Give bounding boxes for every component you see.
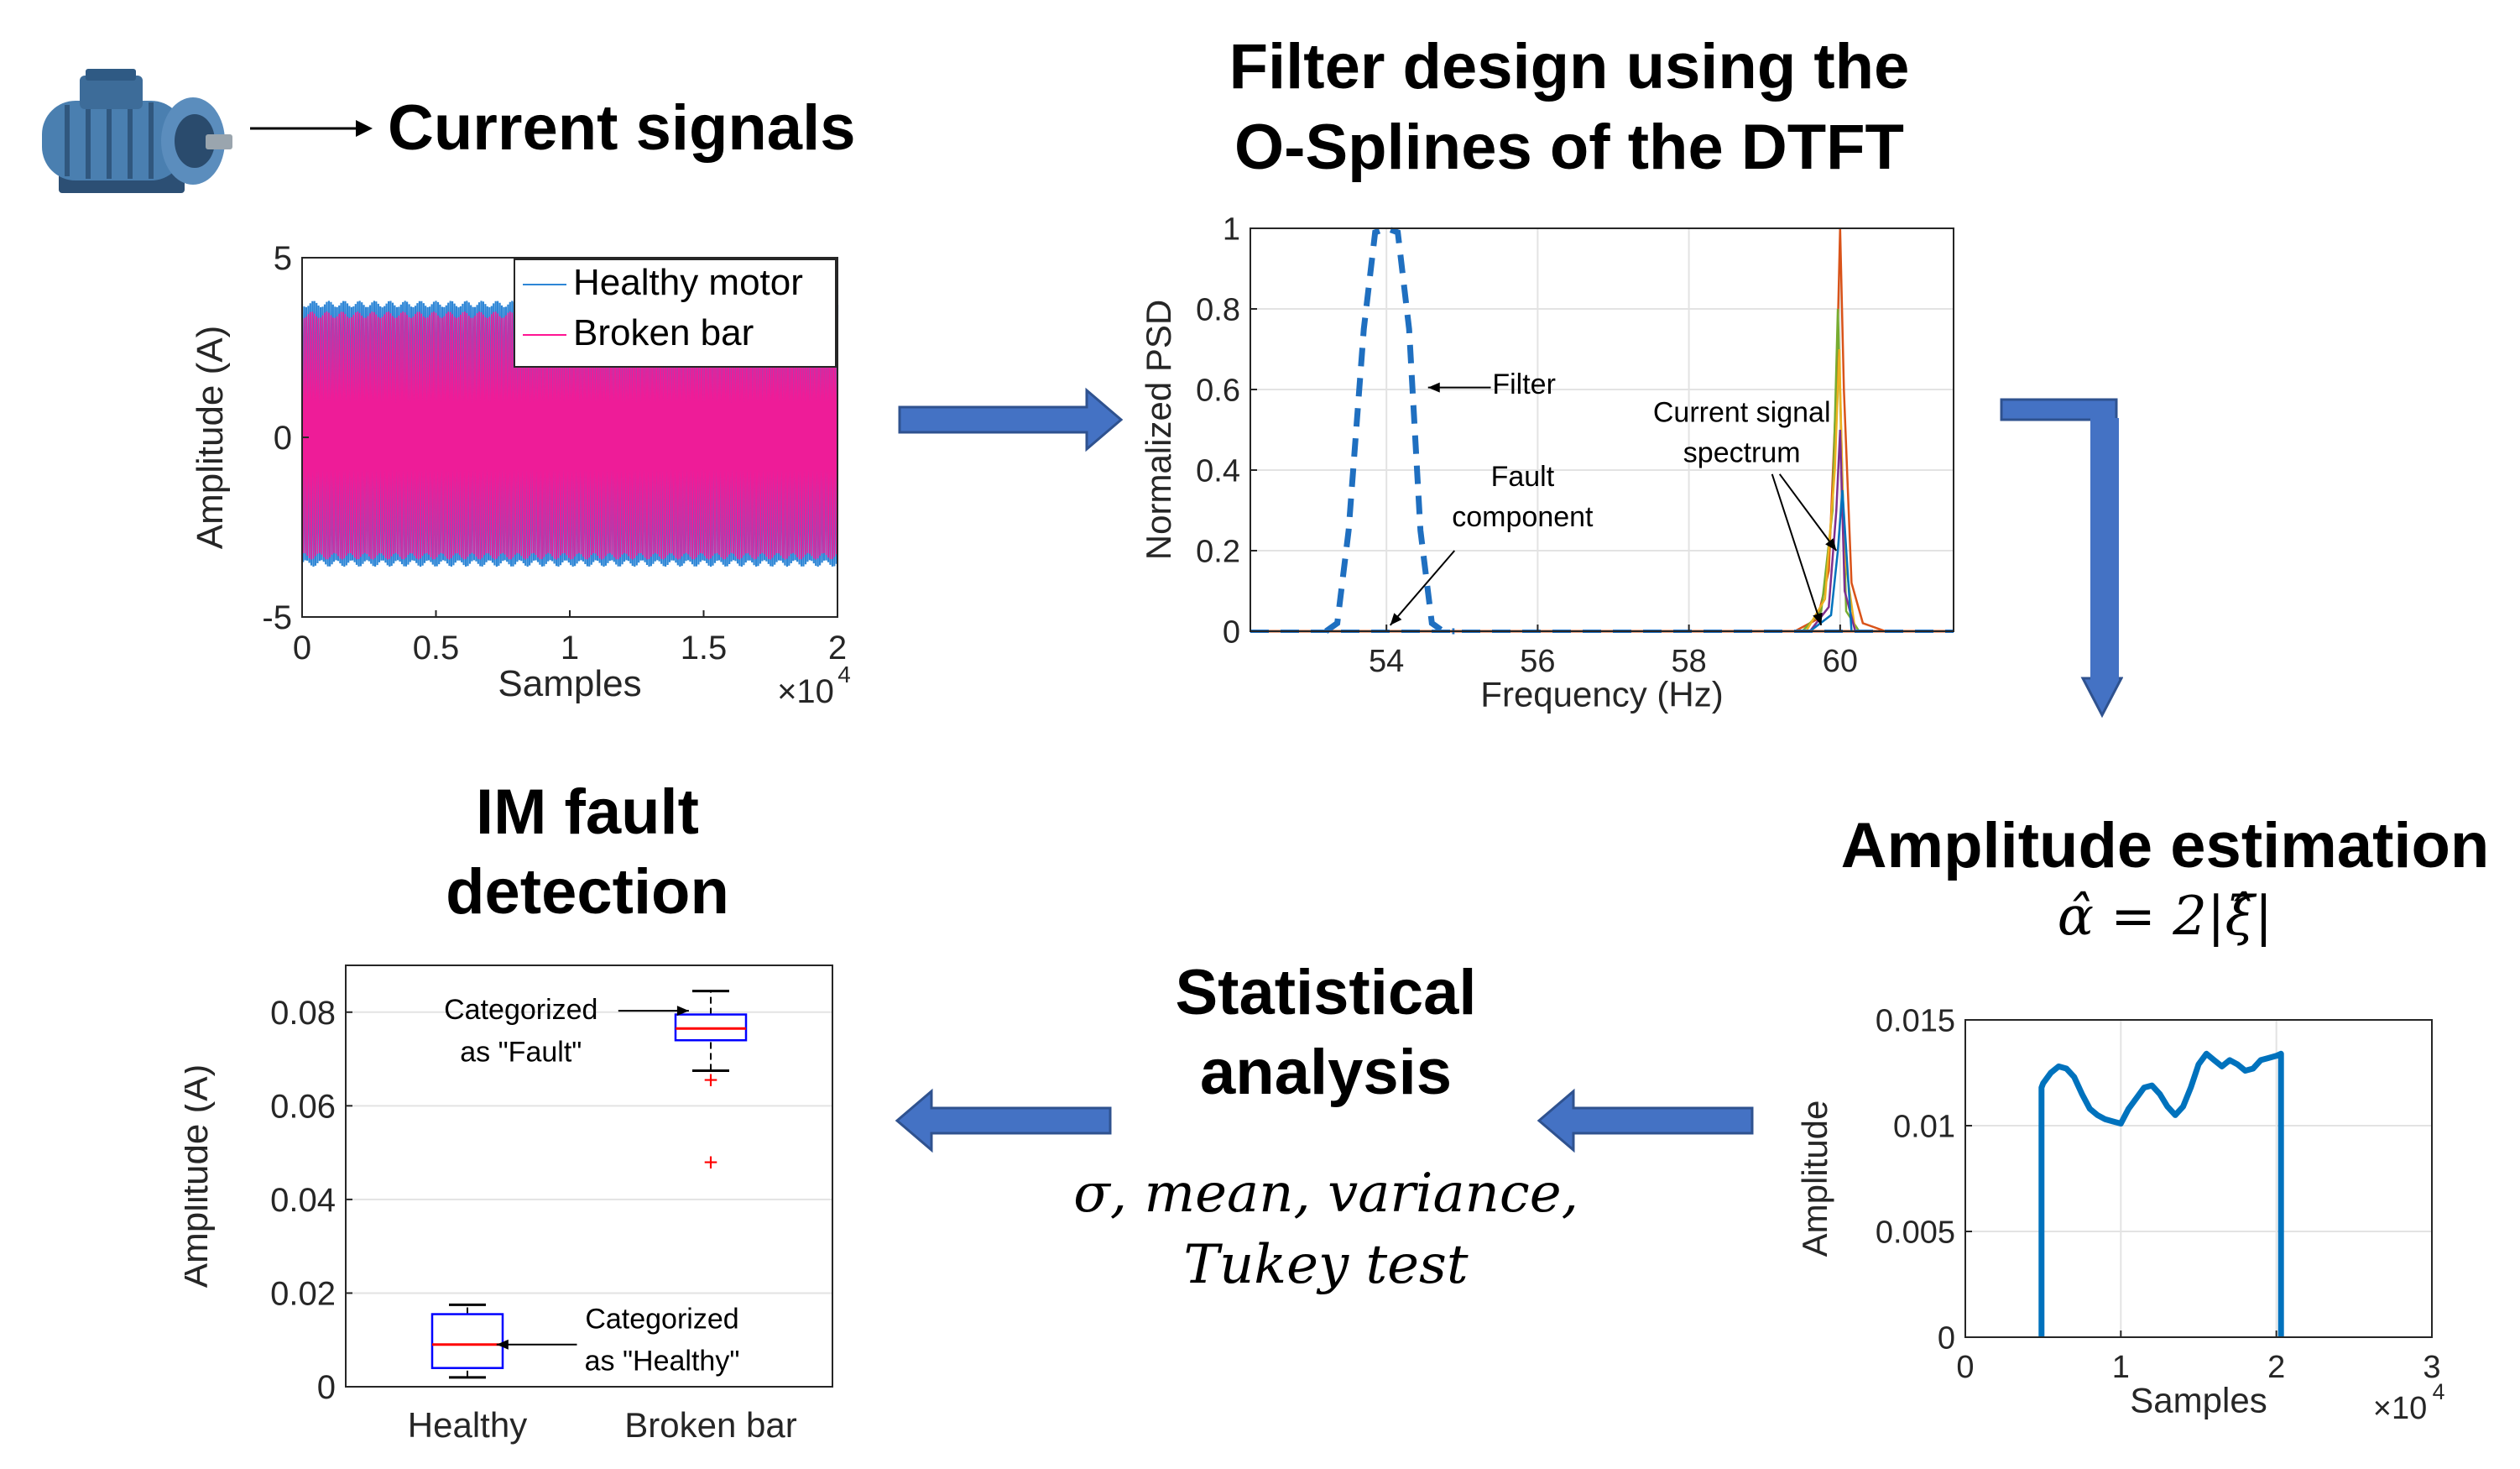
current-spectrum-curve [1805, 348, 1857, 632]
electric-motor-icon [42, 69, 232, 193]
x-tick-label: 0 [293, 630, 311, 667]
statistical-analysis-heading-line1: Statistical [1175, 957, 1477, 1028]
y-tick-label: 0.015 [1876, 1003, 1955, 1038]
current-spectrum-curve [1801, 308, 1860, 632]
legend-box [514, 259, 837, 368]
plot-frame [1964, 1019, 2433, 1338]
healthy-category-annotation: as "Healthy" [585, 1345, 740, 1377]
y-tick-label: 0.02 [270, 1275, 336, 1312]
fault-annotation: Fault [1491, 461, 1555, 493]
fault-annotation: component [1452, 501, 1594, 533]
healthy-category-arrow-head [496, 1339, 509, 1350]
y-tick-label: 0 [317, 1369, 336, 1406]
y-axis-label: Amplitude (A) [185, 1064, 216, 1289]
y-tick-label: -5 [262, 599, 292, 636]
plot-area [346, 965, 832, 1387]
x-tick-label: 3 [2423, 1350, 2440, 1385]
filter-design-heading-line1: Filter design using the [1229, 31, 1910, 102]
fault-category-arrow-head [676, 1006, 689, 1017]
y-tick-label: 0.005 [1876, 1215, 1955, 1250]
fault-category-annotation: Categorized [444, 994, 597, 1026]
box-iqr-healthy [430, 1313, 504, 1369]
statistics-list-line1: σ, mean, variance, [1073, 1163, 1578, 1225]
y-tick-label: 0.01 [1893, 1109, 1955, 1144]
spectrum-annotation-arrow-head [1825, 538, 1837, 551]
x-tick-label: 0 [1956, 1350, 1974, 1385]
x-tick-label: 1 [2112, 1350, 2130, 1385]
x-tick-label: 1.5 [681, 630, 728, 667]
flow-arrow-left-to-stats [1537, 1088, 1754, 1153]
x-exponent-power: 4 [837, 661, 851, 687]
x-axis-label: Samples [2130, 1380, 2267, 1419]
box-outlier-broken-bar: + [703, 1148, 718, 1176]
y-axis-label: Normalized PSD [1139, 300, 1178, 560]
x-exponent-label: ×10 [777, 673, 834, 710]
y-tick-label: 1 [1223, 212, 1240, 247]
statistical-analysis-heading-line2: analysis [1200, 1037, 1452, 1108]
spectrum-annotation-arrow [1778, 473, 1838, 552]
im-fault-detection-heading-line2: detection [446, 856, 729, 928]
y-tick-label: 0.06 [270, 1088, 336, 1125]
y-tick-label: 0.04 [270, 1182, 336, 1219]
filter-annotation-arrow-head [1427, 382, 1440, 393]
plot-frame [345, 965, 833, 1388]
x-tick-label: 2 [2267, 1350, 2285, 1385]
category-label: Broken bar [624, 1405, 796, 1445]
healthy-category-annotation: Categorized [585, 1303, 738, 1335]
y-tick-label: 0.08 [270, 995, 336, 1032]
amplitude-series-line [2038, 1050, 2284, 1337]
amplitude-formula: α̂ = 2|ξ̂| [2057, 886, 2273, 948]
y-tick-label: 0 [1223, 614, 1240, 650]
fault-category-annotation: as "Fault" [460, 1036, 582, 1068]
x-axis-label: Samples [498, 663, 641, 704]
filter-annotation: Filter [1492, 369, 1556, 400]
x-tick-label: 58 [1671, 644, 1706, 679]
amplitude-estimation-heading: Amplitude estimation [1840, 810, 2490, 881]
fault-annotation-arrow-head [1390, 613, 1402, 625]
box-outlier-broken-bar: + [703, 1067, 718, 1095]
spectrum-annotation: spectrum [1683, 437, 1801, 468]
y-tick-label: 0 [1938, 1320, 1955, 1356]
y-axis-label: Amplitude (A) [190, 326, 231, 550]
flow-arrow-elbow-down [2000, 398, 2123, 719]
y-tick-label: 0.2 [1196, 534, 1240, 569]
spectrum-annotation-arrow-head [1813, 612, 1823, 625]
x-tick-label: 0.5 [413, 630, 460, 667]
y-tick-label: 0 [274, 420, 292, 457]
y-tick-label: 0.6 [1196, 373, 1240, 408]
y-axis-label: Amplitude [1795, 1100, 1834, 1257]
x-exponent-label: ×10 [2373, 1391, 2427, 1426]
x-tick-label: 54 [1369, 644, 1404, 679]
y-tick-label: 0.8 [1196, 292, 1240, 327]
im-fault-detection-heading-line1: IM fault [476, 776, 699, 848]
current-spectrum-curve [1809, 489, 1853, 632]
spectrum-annotation-arrow [1771, 473, 1823, 626]
fault-annotation-arrow [1389, 550, 1456, 626]
legend-entry: Healthy motor [573, 262, 803, 303]
category-label: Healthy [408, 1405, 527, 1445]
legend-entry: Broken bar [573, 312, 754, 353]
flow-arrow-right [898, 387, 1124, 452]
filter-design-heading-line2: O-Splines of the DTFT [1234, 112, 1904, 183]
y-tick-label: 0.4 [1196, 453, 1240, 489]
y-tick-label: 5 [274, 240, 292, 277]
current-signals-heading: Current signals [388, 92, 856, 164]
fault-detection-boxplot: Healthy + + Broken bar Categorized as "Fault"… [185, 965, 833, 1445]
statistics-list-line2: Tukey test [1183, 1234, 1469, 1296]
x-axis-label: Frequency (Hz) [1480, 674, 1723, 714]
spectrum-annotation: Current signal [1653, 396, 1831, 428]
x-tick-label: 56 [1520, 644, 1555, 679]
filter-response-curve [1324, 225, 1455, 635]
x-tick-label: 2 [828, 630, 847, 667]
flow-arrow-left-to-detection [895, 1088, 1112, 1153]
x-exponent-power: 4 [2433, 1379, 2445, 1404]
plot-frame [1250, 227, 1954, 632]
current-spectrum-curve [1808, 429, 1857, 632]
x-tick-label: 60 [1823, 644, 1858, 679]
flow-arrow-motor-to-signals [250, 120, 373, 137]
x-tick-label: 1 [561, 630, 579, 667]
